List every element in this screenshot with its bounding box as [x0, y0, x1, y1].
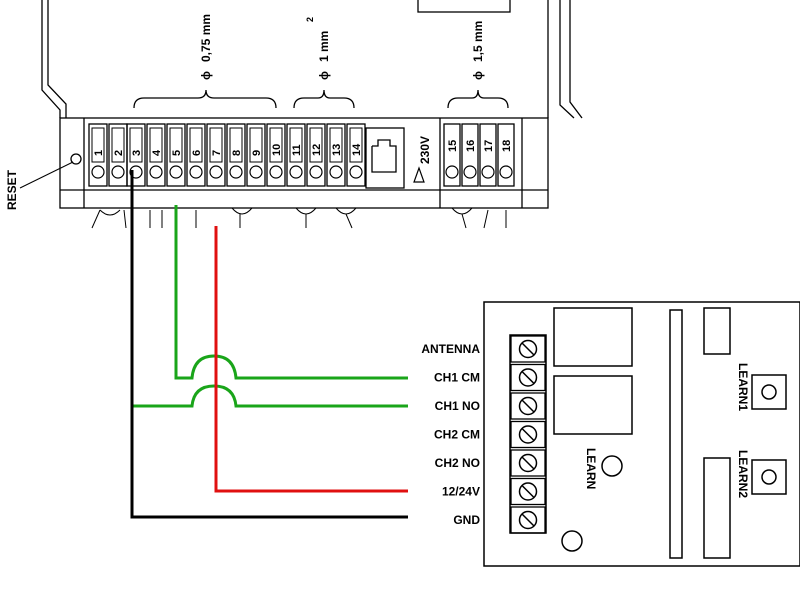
terminal-15-number: 15	[447, 140, 459, 152]
terminal-8[interactable]: 8	[226, 123, 246, 187]
terminal-10-number: 10	[271, 144, 283, 156]
terminal-strip-power: 15 16 17 18	[443, 123, 515, 187]
voltage-warning: 230V	[413, 136, 432, 183]
terminal-1-number: 1	[93, 150, 105, 156]
screw-icon	[518, 453, 538, 473]
screw-icon	[518, 368, 538, 387]
diameter-symbol-2: ϕ	[317, 71, 331, 80]
terminal-4-number: 4	[151, 149, 163, 156]
brace-1	[293, 89, 355, 109]
terminal-12-number: 12	[311, 144, 323, 156]
wire-size-annotations	[133, 89, 509, 109]
learn2-button[interactable]	[761, 469, 777, 485]
wire-size-1-5: 1,5 mm	[471, 21, 485, 62]
receiver-pin-label: CH1 CM	[434, 371, 480, 385]
terminal-1[interactable]: 1	[88, 123, 108, 187]
terminal-18-number: 18	[501, 140, 513, 152]
voltage-label: 230V	[418, 136, 432, 164]
terminal-7[interactable]: 7	[206, 123, 226, 187]
learn2-label: LEARN2	[736, 450, 750, 498]
terminal-17-number: 17	[483, 140, 495, 152]
terminal-9-number: 9	[251, 150, 263, 156]
terminal-5[interactable]: 5	[166, 123, 186, 187]
receiver-pin-label: CH2 NO	[435, 456, 480, 470]
terminal-7-number: 7	[211, 150, 223, 156]
wire-size-0-75: 0,75 mm	[199, 14, 213, 62]
screw-icon	[518, 482, 538, 501]
wire-ch1-cm	[174, 205, 408, 380]
terminal-11-number: 11	[291, 144, 303, 156]
cable-stubs	[91, 207, 507, 229]
receiver-pin-ch2-cm[interactable]: CH2 CM	[434, 420, 546, 449]
receiver-pin-label: GND	[453, 513, 480, 527]
receiver-pin-gnd[interactable]: GND	[453, 506, 546, 534]
controller-housing	[41, 0, 583, 209]
reset-label: RESET	[5, 169, 19, 210]
learn-label: LEARN	[584, 448, 598, 489]
wire-size-1: 1 mm	[317, 31, 331, 62]
terminal-16[interactable]: 16	[461, 123, 479, 187]
terminal-13[interactable]: 13	[326, 123, 346, 187]
diameter-symbol-1: ϕ	[199, 71, 213, 80]
receiver-pin-label: CH2 CM	[434, 428, 480, 442]
terminal-3[interactable]: 3	[126, 123, 146, 187]
receiver-pin-12-24v[interactable]: 12/24V	[442, 477, 546, 506]
terminal-2-number: 2	[113, 150, 125, 156]
receiver-terminal-block: ANTENNA CH1 CM CH1 NO CH2 CM CH2 NO 12/24V GND	[421, 335, 546, 534]
receiver-board	[483, 301, 800, 567]
terminal-4[interactable]: 4	[146, 123, 166, 187]
screw-icon	[518, 425, 538, 444]
learn-button[interactable]	[601, 455, 623, 477]
wire-gnd	[130, 170, 408, 519]
receiver-led	[561, 530, 583, 552]
terminal-6-number: 6	[191, 150, 203, 156]
wire-ch1-no	[132, 384, 408, 408]
terminal-5-number: 5	[171, 150, 183, 156]
receiver-pin-ch1-no[interactable]: CH1 NO	[435, 392, 546, 420]
terminal-6[interactable]: 6	[186, 123, 206, 187]
warning-icon	[413, 166, 425, 183]
brace-1-5	[447, 89, 509, 109]
diameter-symbol-3: ϕ	[471, 71, 485, 80]
terminal-13-number: 13	[331, 144, 343, 156]
terminal-10[interactable]: 10	[266, 123, 286, 187]
wire-size-labels: ϕ 0,75 mm ϕ 1 mm 2 ϕ 1,5 mm	[199, 14, 485, 80]
screw-icon	[518, 510, 538, 530]
screw-icon	[518, 396, 538, 416]
wire-12-24v	[214, 226, 408, 493]
receiver-pin-label: ANTENNA	[421, 342, 480, 356]
terminal-14[interactable]: 14	[346, 123, 366, 187]
terminal-18[interactable]: 18	[497, 123, 515, 187]
receiver-pin-antenna[interactable]: ANTENNA	[421, 335, 546, 363]
terminal-9[interactable]: 9	[246, 123, 266, 187]
terminal-12[interactable]: 12	[306, 123, 326, 187]
screw-icon	[518, 339, 538, 359]
terminal-8-number: 8	[231, 150, 243, 156]
brace-0-75	[133, 89, 277, 109]
reset-button[interactable]	[70, 153, 82, 165]
receiver-pin-label: 12/24V	[442, 485, 480, 499]
terminal-2[interactable]: 2	[108, 123, 128, 187]
wire-size-superscript: 2	[305, 17, 315, 22]
terminal-14-number: 14	[351, 143, 363, 156]
receiver-pin-ch2-no[interactable]: CH2 NO	[435, 449, 546, 477]
receiver-pin-ch1-cm[interactable]: CH1 CM	[434, 363, 546, 392]
learn1-button[interactable]	[761, 384, 777, 400]
terminal-11[interactable]: 11	[286, 123, 306, 187]
learn1-label: LEARN1	[736, 363, 750, 411]
terminal-3-number: 3	[131, 150, 143, 156]
terminal-15[interactable]: 15	[443, 123, 461, 187]
rj-connector	[365, 127, 405, 189]
terminal-16-number: 16	[465, 140, 477, 152]
receiver-pin-label: CH1 NO	[435, 399, 480, 413]
reset-leader	[19, 161, 74, 189]
terminal-17[interactable]: 17	[479, 123, 497, 187]
